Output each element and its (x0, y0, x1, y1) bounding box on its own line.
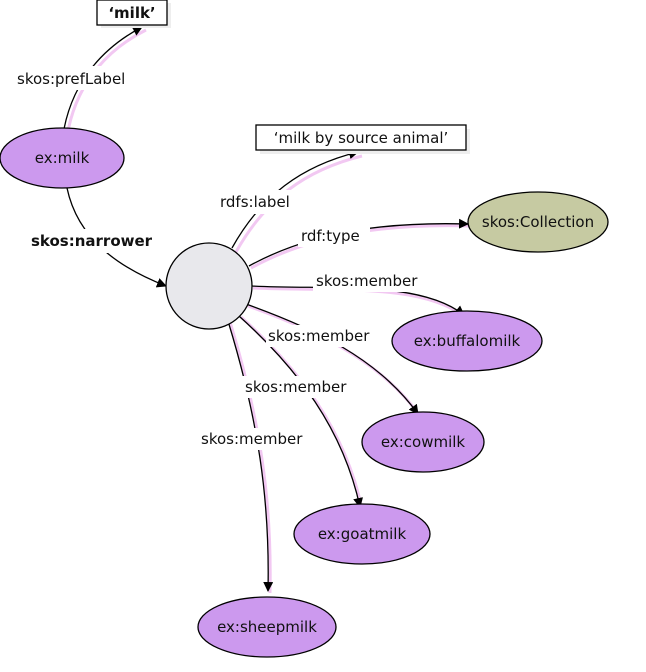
edge-label-member-goat: skos:member (245, 378, 347, 396)
node-buffalomilk-label: ex:buffalomilk (414, 332, 521, 350)
edge-label-rdf-type: rdf:type (301, 227, 360, 245)
literal-milk-label: ‘milk’ (108, 4, 155, 22)
literal-milk: ‘milk’ (96, 0, 171, 28)
node-goatmilk-label: ex:goatmilk (318, 525, 407, 543)
edge-member-goat (238, 315, 364, 510)
edge-rdfs-label (231, 149, 363, 253)
edge-label-narrower: skos:narrower (31, 232, 153, 250)
node-ex-milk: ex:milk (0, 127, 125, 189)
node-blank (165, 242, 253, 330)
node-ex-cowmilk: ex:cowmilk (361, 411, 485, 473)
edge-member-sheep (227, 320, 274, 594)
node-ex-milk-label: ex:milk (35, 149, 90, 167)
literal-source-label: ‘milk by source animal’ (274, 129, 449, 147)
node-skos-collection: skos:Collection (467, 191, 609, 253)
edge-member-cow (245, 303, 422, 417)
edge-label-preflabel: skos:prefLabel (17, 70, 125, 88)
node-sheepmilk-label: ex:sheepmilk (217, 618, 317, 636)
edge-label-member-buffalo: skos:member (316, 272, 418, 290)
literal-milk-by-source-animal: ‘milk by source animal’ (255, 124, 470, 154)
node-ex-buffalomilk: ex:buffalomilk (391, 310, 543, 372)
edge-label-member-sheep: skos:member (201, 430, 303, 448)
node-collection-label: skos:Collection (482, 213, 594, 231)
edge-label-rdfs-label: rdfs:label (220, 193, 290, 211)
node-cowmilk-label: ex:cowmilk (381, 433, 466, 451)
node-ex-sheepmilk: ex:sheepmilk (197, 596, 337, 658)
node-ex-goatmilk: ex:goatmilk (293, 503, 431, 565)
edge-label-member-cow: skos:member (268, 327, 370, 345)
